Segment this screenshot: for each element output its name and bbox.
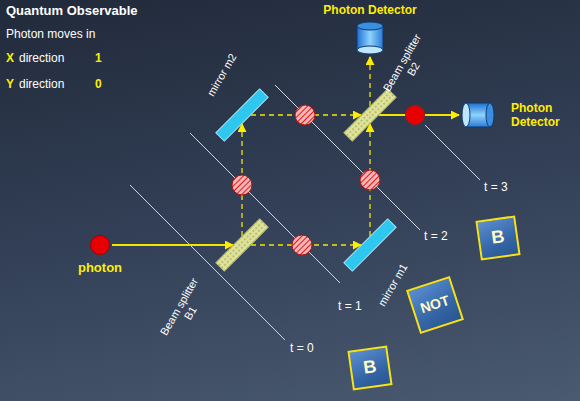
detector-label-text: Photon Detector	[511, 101, 573, 129]
detector-label: Photon Detector	[323, 3, 416, 17]
bar-body	[344, 89, 396, 141]
photon-superposition	[295, 105, 315, 125]
axis-text: direction	[19, 78, 64, 92]
detector-cylinder	[461, 102, 495, 128]
gate-label: B	[490, 227, 506, 248]
beam-arrow	[112, 244, 233, 246]
axis-letter: X	[6, 52, 14, 66]
time-label: t = 1	[338, 300, 362, 314]
optical-element: mirror m2	[214, 87, 270, 143]
time-slice-line	[130, 185, 285, 340]
detector-label-text: Photon Detector	[323, 3, 416, 17]
bar-shape	[214, 217, 270, 273]
value-number: 1	[95, 52, 102, 66]
title-text: Quantum Observable	[6, 4, 137, 19]
logic-gate-box: B	[347, 345, 392, 390]
time-slice-line	[425, 125, 480, 180]
photon-superposition	[360, 170, 380, 190]
axis-text: direction	[19, 52, 64, 66]
element-label-line: mirror m2	[205, 51, 240, 98]
optical-element: Beam splitterB1	[214, 217, 270, 273]
info-text: Photon moves in	[6, 28, 95, 42]
element-label: Beam splitterB1	[158, 276, 213, 345]
element-label-line: mirror m1	[376, 261, 411, 308]
bar-body	[344, 219, 396, 271]
time-label: t = 0	[290, 342, 314, 356]
bar-body	[216, 89, 268, 141]
photon-dot	[406, 106, 425, 125]
time-slice-line	[275, 85, 420, 230]
time-label: t = 3	[484, 181, 508, 195]
value-number: 0	[95, 78, 102, 92]
optical-element: Beam splitterB2	[342, 87, 398, 143]
photon-superposition	[232, 175, 252, 195]
bar-shape	[342, 217, 398, 273]
element-label: mirror m2	[205, 51, 240, 98]
optical-element: mirror m1	[342, 217, 398, 273]
logic-gate-box: NOT	[406, 276, 464, 334]
bar-shape	[214, 87, 270, 143]
photon-label-text: photon	[78, 260, 122, 275]
element-label: Beam splitterB2	[381, 32, 436, 101]
bar-shape	[342, 87, 398, 143]
gate-label: B	[362, 357, 378, 378]
photon-detector: Photon Detector	[461, 102, 495, 128]
detector-label: Photon Detector	[511, 101, 573, 129]
photon-superposition	[292, 235, 312, 255]
photon-source: photon	[90, 235, 110, 255]
beam-arrow	[369, 57, 370, 106]
photon-label: photon	[78, 260, 122, 275]
logic-gate-box: B	[475, 215, 520, 260]
photon-detector: Photon Detector	[356, 21, 384, 55]
time-label: t = 2	[424, 230, 448, 244]
gate-label: NOT	[419, 293, 452, 317]
axis-letter: Y	[6, 78, 14, 92]
element-label: mirror m1	[376, 261, 411, 308]
bar-body	[216, 219, 268, 271]
time-slice-line	[190, 133, 340, 283]
detector-cylinder	[356, 21, 384, 55]
photon-dot	[90, 235, 110, 255]
